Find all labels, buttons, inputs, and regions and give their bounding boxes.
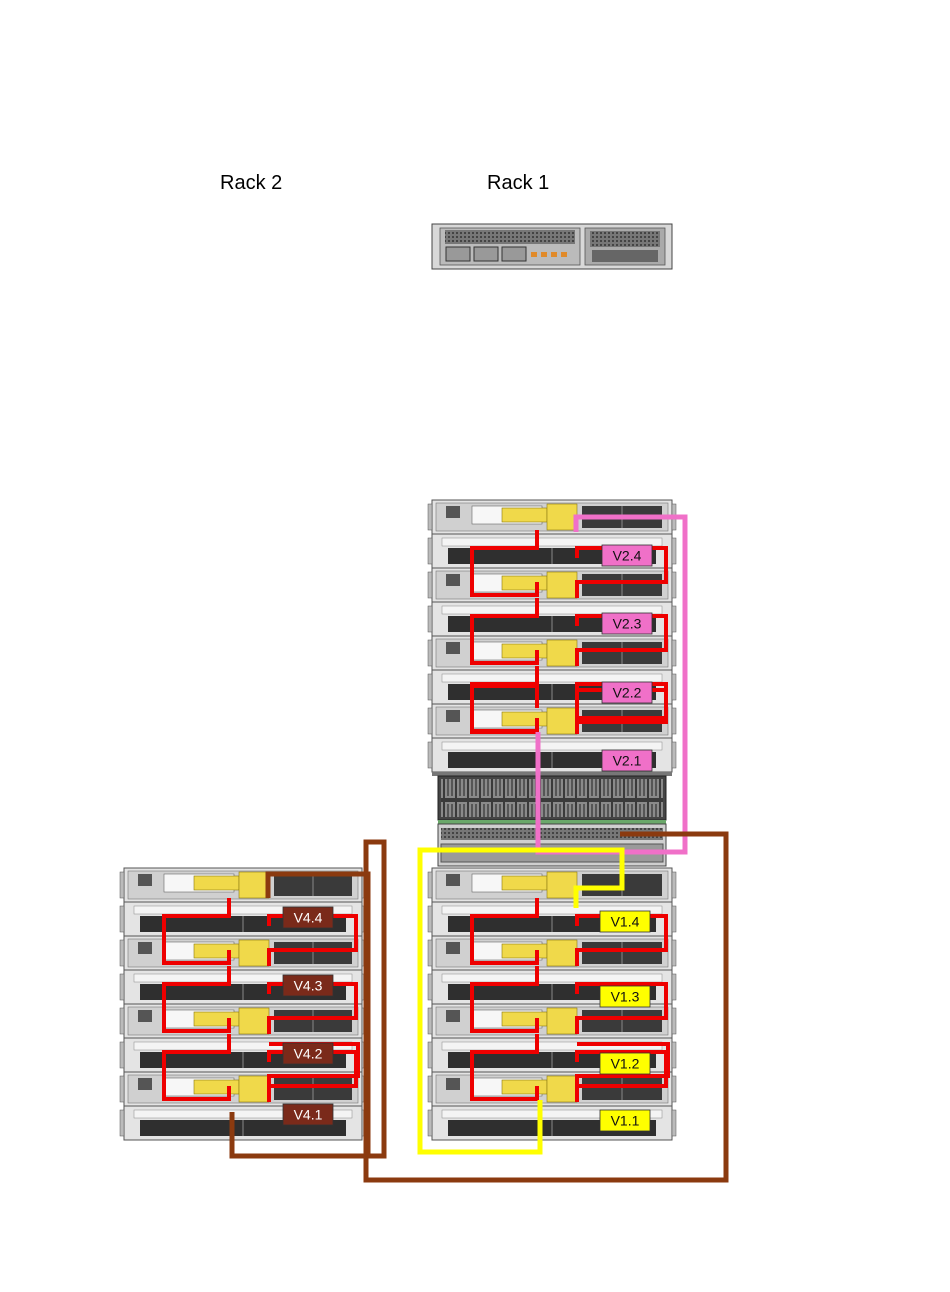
- volume-tag-v2-4: V2.4: [602, 545, 652, 566]
- volume-tag-label: V2.3: [613, 616, 642, 632]
- volume-tag-label: V2.1: [613, 753, 642, 769]
- volume-tag-label: V2.2: [613, 685, 642, 701]
- volume-tag-v1-2: V1.2: [600, 1053, 650, 1074]
- volume-tag-v1-4: V1.4: [600, 911, 650, 932]
- volume-tag-label: V2.4: [613, 548, 642, 564]
- volume-tag-label: V1.4: [611, 914, 640, 930]
- volume-tag-label: V4.2: [294, 1046, 323, 1062]
- volume-tag-v1-3: V1.3: [600, 986, 650, 1007]
- volume-tag-label: V1.2: [611, 1056, 640, 1072]
- volume-tag-label: V4.1: [294, 1107, 323, 1123]
- volume-tag-label: V4.4: [294, 910, 323, 926]
- volume-tag-v4-2: V4.2: [283, 1043, 333, 1064]
- volume-tag-v4-1: V4.1: [283, 1104, 333, 1125]
- volume-tag-label: V4.3: [294, 978, 323, 994]
- disk-enclosure-stack-rack-1-upper: [428, 500, 676, 776]
- volume-tag-label: V1.3: [611, 989, 640, 1005]
- volume-tag-v2-1: V2.1: [602, 750, 652, 771]
- volume-tag-label: V1.1: [611, 1113, 640, 1129]
- volume-tag-v1-1: V1.1: [600, 1110, 650, 1131]
- volume-tag-v2-3: V2.3: [602, 613, 652, 634]
- volume-tag-v4-3: V4.3: [283, 975, 333, 996]
- server-icon: [432, 224, 672, 269]
- volume-tag-v4-4: V4.4: [283, 907, 333, 928]
- volume-tag-v2-2: V2.2: [602, 682, 652, 703]
